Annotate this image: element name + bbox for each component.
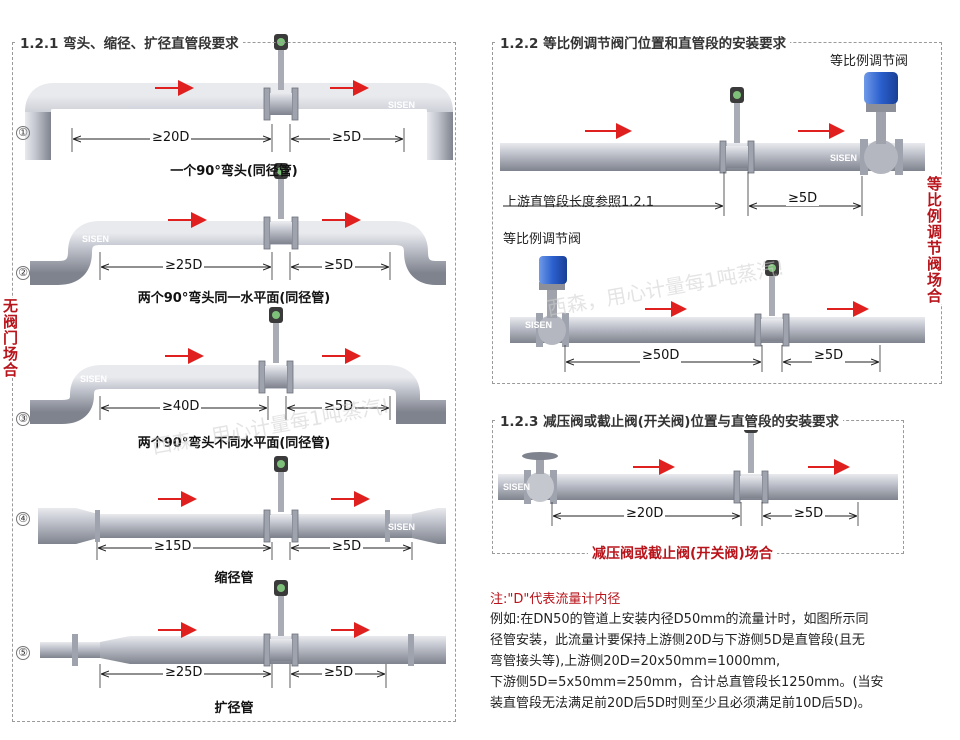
case-2-up-dim: ≥25D (163, 258, 205, 273)
svg-text:SISEN: SISEN (830, 153, 857, 163)
right-top-panel (492, 42, 942, 384)
note-title: 注:"D"代表流量计内径 (490, 592, 621, 607)
case-3-up-dim: ≥40D (160, 399, 202, 414)
case-4-pipe: SISEN (38, 456, 446, 560)
svg-text:SISEN: SISEN (82, 234, 109, 244)
case-3-down-dim: ≥5D (322, 399, 356, 414)
valve-2-up-dim: ≥50D (640, 348, 682, 363)
svg-text:SISEN: SISEN (80, 374, 107, 384)
svg-text:SISEN: SISEN (503, 482, 530, 492)
case-5-up-dim: ≥25D (163, 665, 205, 680)
left-panel (12, 42, 456, 722)
case-2-number: ② (16, 266, 30, 280)
globe-valve-caption: 减压阀或截止阀(开关阀)场合 (588, 543, 777, 563)
svg-text:SISEN: SISEN (388, 100, 415, 110)
case-1-caption: 一个90°弯头(同径管) (170, 164, 298, 179)
valve-diagram-1: SISEN (500, 72, 925, 216)
valve-2-label: 等比例调节阀 (503, 232, 582, 247)
case-2-caption: 两个90°弯头同一水平面(同径管) (137, 291, 331, 306)
case-5-down-dim: ≥5D (322, 665, 356, 680)
svg-text:SISEN: SISEN (525, 320, 552, 330)
case-4-down-dim: ≥5D (330, 539, 364, 554)
case-5-number: ⑤ (16, 646, 30, 660)
left-panel-title: 1.2.1 弯头、缩径、扩径直管段要求 (16, 32, 243, 52)
svg-text:SISEN: SISEN (388, 522, 415, 532)
globe-valve-down-dim: ≥5D (792, 506, 826, 521)
note-line: 下游侧5D=5x50mm=250mm，合计总直管段长1250mm。(当安 (490, 675, 884, 690)
case-4-number: ④ (16, 512, 30, 526)
note-body: 例如:在DN50的管道上安装内径D50mm的流量计时，如图所示同 径管安装，此流… (490, 609, 950, 714)
note-line: 例如:在DN50的管道上安装内径D50mm的流量计时，如图所示同 (490, 612, 869, 627)
proportional-valve-side-label: 等比例调节阀场合 (924, 176, 945, 304)
note-line: 径管安装，此流量计要保持上游侧20D与下游侧5D是直管段(且无 (490, 633, 865, 648)
globe-valve-up-dim: ≥20D (624, 506, 666, 521)
valve-2-down-dim: ≥5D (812, 348, 846, 363)
no-valve-side-label: 无阀门场合 (0, 298, 21, 378)
case-5-caption: 扩径管 (214, 701, 254, 716)
case-3-caption: 两个90°弯头不同水平面(同径管) (137, 436, 331, 451)
case-3-number: ③ (16, 412, 30, 426)
case-1-down-dim: ≥5D (330, 130, 364, 145)
case-1-up-dim: ≥20D (150, 130, 192, 145)
valve-1-label: 等比例调节阀 (830, 54, 909, 69)
case-2-down-dim: ≥5D (322, 258, 356, 273)
right-top-title: 1.2.2 等比例调节阀门位置和直管段的安装要求 (496, 32, 791, 52)
right-mid-panel (492, 420, 904, 554)
note-line: 装直管段无法满足前20D后5D时则至少且必须满足前10D后5D)。 (490, 696, 871, 711)
case-4-up-dim: ≥15D (152, 539, 194, 554)
case-1-number: ① (16, 126, 30, 140)
upstream-reference-label: 上游直管段长度参照1.2.1 (504, 195, 655, 210)
case-5-pipe (40, 580, 446, 688)
case-4-caption: 缩径管 (214, 571, 254, 586)
valve-1-down-dim: ≥5D (786, 191, 820, 206)
globe-valve-diagram: SISEN (498, 417, 898, 526)
right-mid-title: 1.2.3 减压阀或截止阀(开关阀)位置与直管段的安装要求 (496, 410, 843, 430)
valve-diagram-2: SISEN (510, 256, 925, 372)
note-line: 弯管接头等),上游侧20D=20x50mm=1000mm, (490, 654, 781, 669)
